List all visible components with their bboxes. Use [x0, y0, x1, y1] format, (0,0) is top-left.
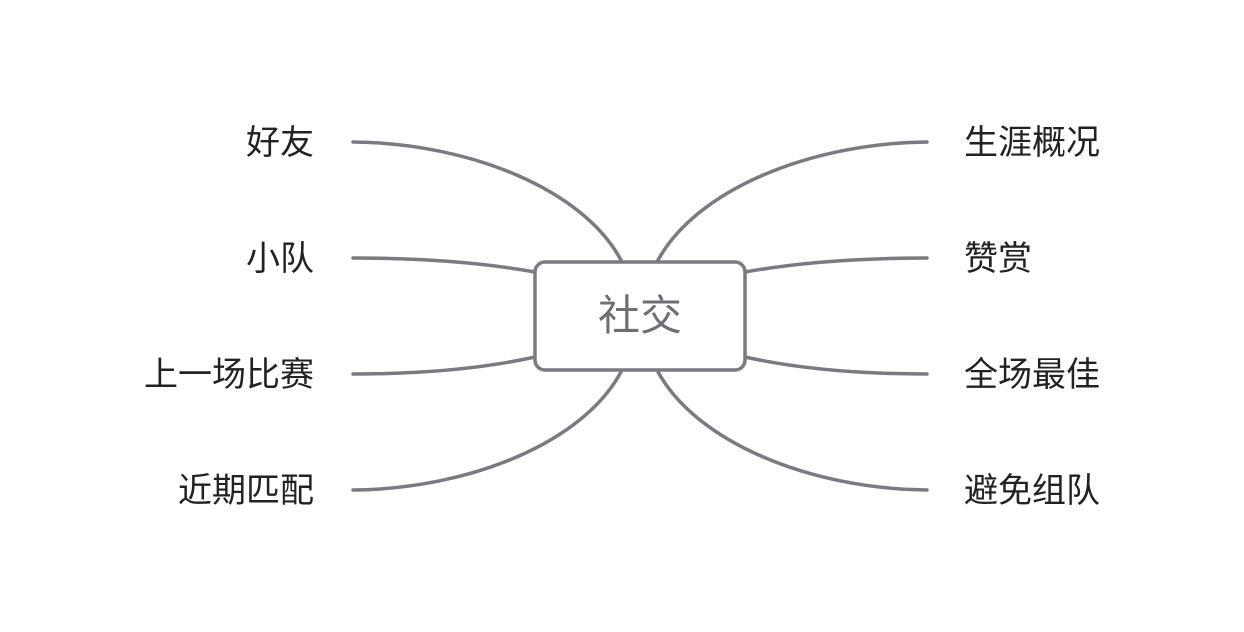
center-node-label: 社交: [598, 291, 682, 340]
center-node[interactable]: 社交: [533, 260, 747, 372]
branch-left-3-label[interactable]: 上一场比赛: [144, 355, 314, 395]
connector-left-1: [351, 140, 624, 264]
branch-right-3-label[interactable]: 全场最佳: [964, 355, 1100, 395]
connector-left-3: [351, 355, 537, 376]
branch-left-2-label[interactable]: 小队: [246, 239, 314, 279]
connector-right-2: [743, 256, 929, 274]
connector-right-3: [743, 355, 929, 376]
connector-right-1: [655, 140, 929, 264]
branch-right-2-label[interactable]: 赞赏: [964, 239, 1032, 279]
center-node-box: [533, 260, 747, 372]
connector-left-2: [351, 256, 537, 274]
branch-left-1-label[interactable]: 好友: [246, 123, 314, 163]
branch-right-4-label[interactable]: 避免组队: [964, 471, 1100, 511]
branch-right-1-label[interactable]: 生涯概况: [964, 123, 1100, 163]
connector-right-4: [655, 368, 929, 492]
connector-left-4: [351, 368, 624, 492]
branch-left-4-label[interactable]: 近期匹配: [178, 471, 314, 511]
